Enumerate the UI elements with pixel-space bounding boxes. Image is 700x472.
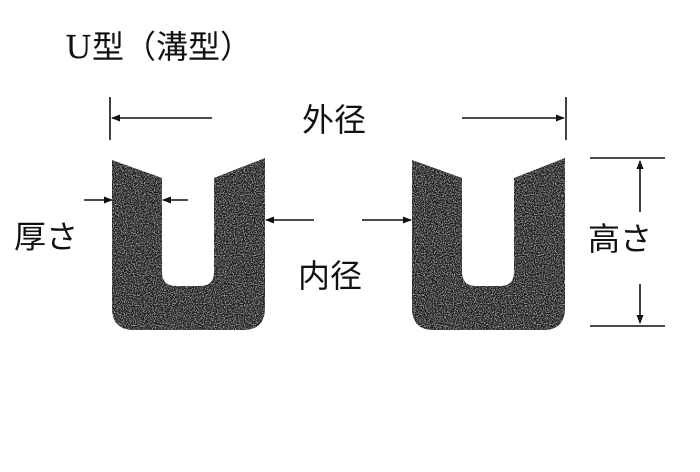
thickness-label: 厚さ [14,218,78,256]
u-profile-right [412,158,565,330]
u-profile-left [112,158,265,330]
inner-diameter-label: 内径 [298,257,362,295]
outer-diameter-label: 外径 [302,101,366,139]
diagram-title: U型（溝型） [65,28,252,66]
height-label: 高さ [588,220,652,258]
